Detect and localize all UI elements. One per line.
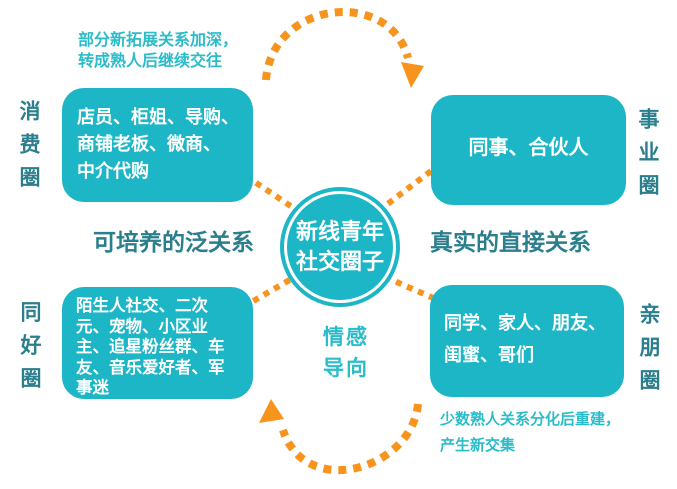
top-arc-arrowhead xyxy=(401,62,424,88)
members-box-family: 同学、家人、朋友、 闺蜜、哥们 xyxy=(430,285,624,397)
connector-top-right xyxy=(383,168,433,209)
bottom-arc-arrowhead xyxy=(259,399,284,423)
connector-top-left xyxy=(244,173,297,212)
center-circle: 新线青年 社交圈子 xyxy=(280,187,400,307)
center-circle-label: 新线青年 社交圈子 xyxy=(295,219,384,274)
bottom-arc-dotted-arrow xyxy=(279,403,422,474)
ring-label-career: 事业圈 xyxy=(636,108,659,207)
members-box-hobby: 陌生人社交、二次 元、宠物、小区业 主、追星粉丝群、车 友、音乐爱好者、军 事迷 xyxy=(62,287,253,399)
center-circle-inner-ring xyxy=(284,191,396,303)
ring-label-family: 亲朋圈 xyxy=(637,303,660,402)
relation-label-right: 真实的直接关系 xyxy=(430,229,591,255)
annotation-bottom-right: 少数熟人关系分化后重建， 产生新交集 xyxy=(440,411,621,454)
ring-label-hobby: 同好圈 xyxy=(18,301,41,400)
relation-label-left: 可培养的泛关系 xyxy=(93,229,254,255)
ring-label-consumption: 消费圈 xyxy=(17,100,40,199)
members-box-career: 同事、合伙人 xyxy=(431,95,626,205)
emotion-caption: 情感 导向 xyxy=(323,326,369,380)
members-box-consumption: 店员、柜姐、导购、 商铺老板、微商、 中介代购 xyxy=(62,88,253,202)
annotation-top-left: 部分新拓展关系加深， 转成熟人后继续交往 xyxy=(78,32,239,70)
top-arc-dotted-arrow xyxy=(262,8,412,81)
